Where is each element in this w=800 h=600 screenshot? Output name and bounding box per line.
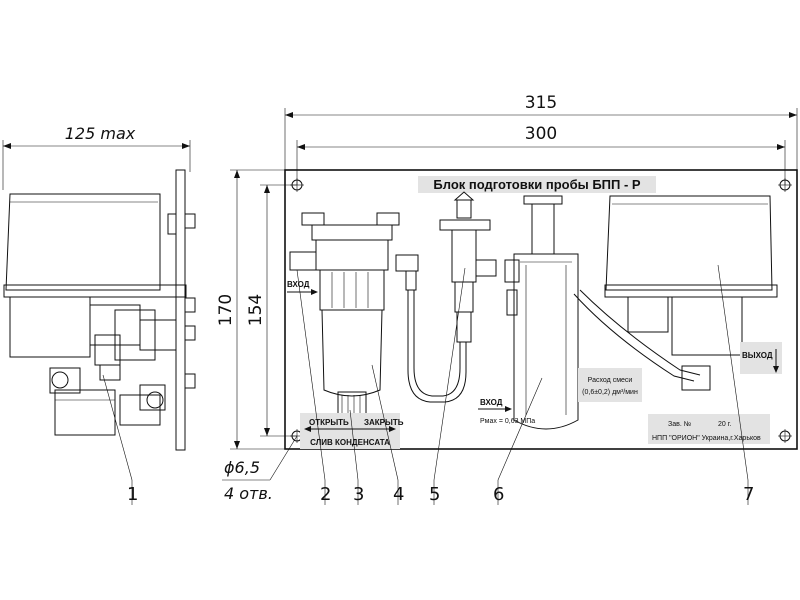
hole-count-label: 4 отв. [224,484,273,503]
pressure-label: Pмах = 0,63 МПа [480,418,535,425]
callout-7: 7 [743,484,754,505]
callout-6: 6 [493,484,504,505]
front-panel: Блок подготовки пробы БПП - Р ВХОД ОТКРЫ… [284,169,798,450]
hole-leader: ϕ6,5 4 отв. [222,435,298,503]
callout-1: 1 [127,484,138,505]
maker-label: НПП "ОРИОН" Украина,г.Харьков [652,435,761,442]
callout-2: 2 [320,484,331,505]
outlet-label: ВЫХОД [742,351,773,360]
close-label: ЗАКРЫТЬ [364,418,404,427]
callout-3: 3 [353,484,364,505]
callout-5: 5 [429,484,440,505]
open-label: ОТКРЫТЬ [309,418,349,427]
dimension-300-label: 300 [525,124,557,144]
dimension-overall-width: 315 [284,93,798,170]
dimension-panel-width: 300 [296,124,786,185]
hole-diameter-label: ϕ6,5 [224,458,260,477]
callout-leaders: 2 3 4 5 6 7 [296,264,754,505]
dimension-154-label: 154 [246,294,266,326]
dimension-height-inner: 154 [246,184,297,437]
side-view: 1 [3,169,196,505]
dimension-depth: 125 max [2,124,191,190]
dimension-height-outer: 170 [216,169,285,450]
panel-title: Блок подготовки пробы БПП - Р [433,177,641,192]
dimension-125-label: 125 max [65,124,136,143]
serial-label: Зав. № [668,421,691,428]
flow-label-line2: (0,6±0,2) дм³/мин [582,389,638,396]
dimension-170-label: 170 [216,294,236,326]
inlet-label-2: ВХОД [480,398,503,407]
dimension-315-label: 315 [525,93,557,113]
drain-label: СЛИВ КОНДЕНСАТА [310,438,390,447]
flow-label-line1: Расход смеси [588,377,633,384]
inlet-label-1: ВХОД [287,280,310,289]
callout-4: 4 [393,484,404,505]
year-label: 20 г. [718,421,731,428]
